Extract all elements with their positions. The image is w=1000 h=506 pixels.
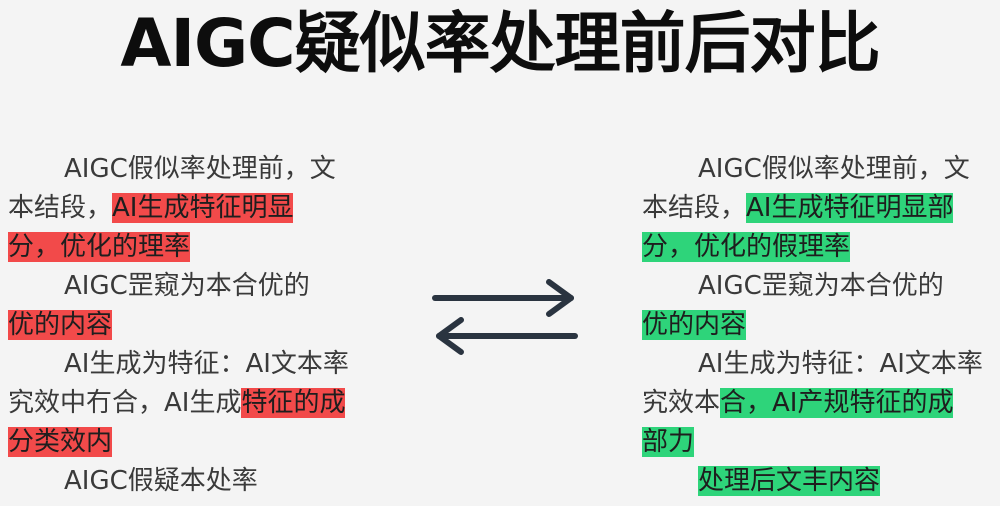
before-line-1: AIGC假似率处理前，文 — [64, 154, 336, 184]
after-line-5: 优的内容 — [642, 306, 998, 345]
after-line-9: 处理后文丰内容 — [642, 462, 998, 501]
before-line-5: 优的内容 — [8, 306, 398, 345]
before-line-6: AI生成为特征：AI文本率 — [64, 349, 349, 379]
ai-feature-highlight: 分类效内 — [8, 427, 113, 457]
right-arrow-head — [546, 279, 574, 317]
before-line-4: AIGC罡窥为本合优的 — [64, 271, 310, 301]
before-line-3: 分，优化的理率 — [8, 228, 398, 267]
before-line-8: 分类效内 — [8, 423, 398, 462]
after-line-1: AIGC假似率处理前，文 — [698, 154, 970, 184]
bidirectional-swap-arrows-icon — [425, 278, 585, 358]
humanized-highlight: 部力 — [642, 427, 695, 457]
ai-feature-highlight: 特征的成 — [241, 388, 346, 418]
before-line-9: AIGC假疑本处率 — [64, 466, 258, 496]
after-line-2: 本结段，AI生成特征明显部 — [642, 193, 954, 223]
humanized-highlight: 合，AI产规特征的成 — [720, 388, 954, 418]
swap-arrows-svg — [432, 279, 578, 355]
after-line-4: AIGC罡窥为本合优的 — [698, 271, 944, 301]
humanized-highlight: AI生成特征明显部 — [746, 193, 954, 223]
ai-feature-highlight: 分，优化的理率 — [8, 232, 191, 262]
after-line-6: AI生成为特征：AI文本率 — [698, 349, 983, 379]
before-line-7: 究效中冇合，AI生成特征的成 — [8, 388, 346, 418]
left-arrow-head — [436, 317, 464, 355]
after-line-7: 究效本合，AI产规特征的成 — [642, 388, 954, 418]
before-line-2: 本结段，AI生成特征明显 — [8, 193, 294, 223]
humanized-highlight: 优的内容 — [642, 310, 747, 340]
after-line-3: 分，优化的假理率 — [642, 228, 998, 267]
humanized-highlight: 分，优化的假理率 — [642, 232, 851, 262]
before-text-panel: AIGC假似率处理前，文 本结段，AI生成特征明显 分，优化的理率 AIGC罡窥… — [8, 150, 398, 501]
humanized-highlight: 处理后文丰内容 — [698, 466, 881, 496]
after-line-8: 部力 — [642, 423, 998, 462]
page-title: AIGC疑似率处理前后对比 — [120, 5, 880, 82]
after-text-panel: AIGC假似率处理前，文 本结段，AI生成特征明显部 分，优化的假理率 AIGC… — [642, 150, 998, 501]
ai-feature-highlight: AI生成特征明显 — [112, 193, 294, 223]
ai-feature-highlight: 优的内容 — [8, 310, 113, 340]
